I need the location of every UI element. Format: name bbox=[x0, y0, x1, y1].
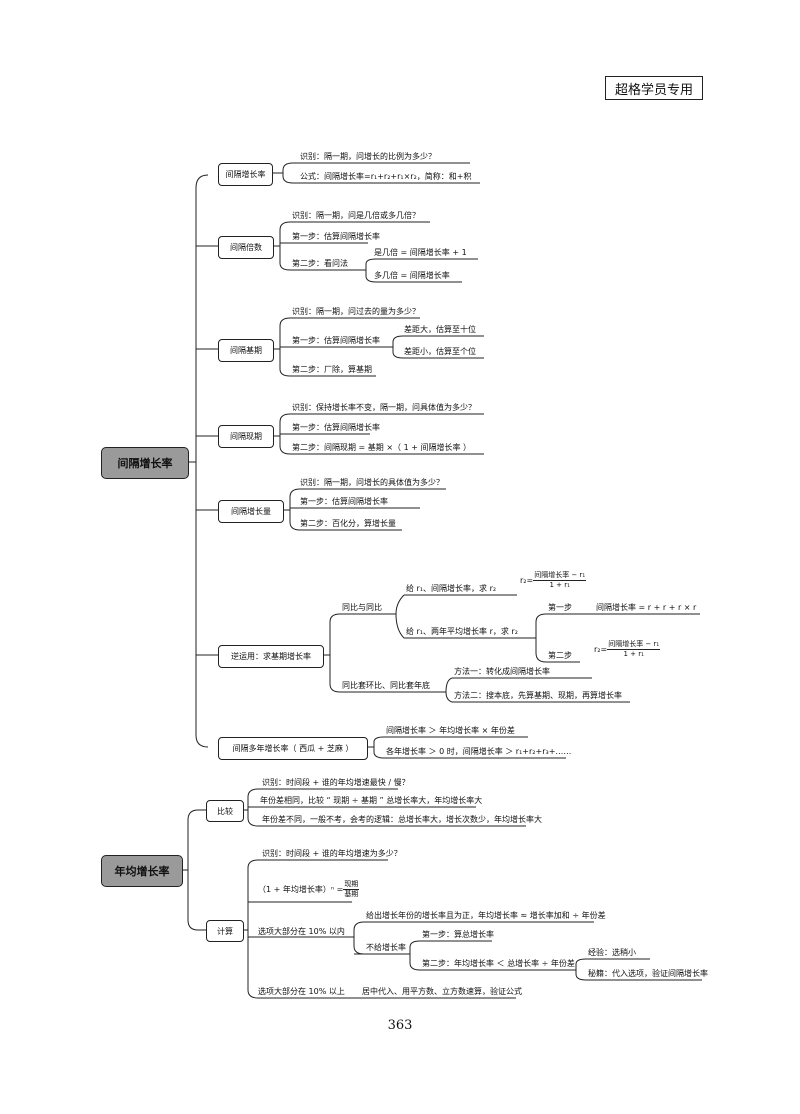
node-interval-multiple: 间隔倍数 bbox=[218, 236, 274, 259]
c2-formula-den: 基期 bbox=[344, 890, 359, 898]
b2-step2: 第二步：看问法 bbox=[292, 259, 348, 268]
c2-identify: 识别：时间段 + 谁的年均增速为多少？ bbox=[262, 849, 402, 858]
b4-identify: 识别：保持增长率不变，隔一期，问具体值为多少？ bbox=[292, 403, 476, 412]
b6-yoy-mom: 同比套环比、同比套年底 bbox=[342, 681, 430, 690]
node-interval-growth-rate: 间隔增长率 bbox=[218, 163, 273, 186]
b5-step2: 第二步：百化分，算增长量 bbox=[300, 519, 396, 528]
node-reverse-base-growth: 逆运用：求基期增长率 bbox=[218, 645, 324, 668]
c2-step1: 第一步：算总增长率 bbox=[422, 930, 494, 939]
node-interval-increment: 间隔增长量 bbox=[218, 500, 284, 523]
page-number: 363 bbox=[387, 1018, 413, 1033]
b6-formula-r2-a-lhs: r₂= bbox=[520, 576, 534, 585]
b6-method2: 方法二：搜本底，先算基期、现期，再算增长率 bbox=[454, 691, 622, 700]
b5-step1: 第一步：估算间隔增长率 bbox=[300, 497, 388, 506]
b2-identify: 识别：隔一期，问是几倍或多几倍？ bbox=[292, 211, 420, 220]
b2-times: 是几倍 = 间隔增长率 + 1 bbox=[374, 248, 467, 257]
b1-identify: 识别：隔一期，问增长的比例为多少？ bbox=[300, 152, 436, 161]
b4-step1: 第一步：估算间隔增长率 bbox=[292, 423, 380, 432]
c1-same-gap: 年份差相同，比较 “ 现期 ÷ 基期 ” 总增长率大，年均增长率大 bbox=[260, 796, 483, 805]
node-compare: 比较 bbox=[206, 800, 244, 822]
c2-no-rates: 不给增长率 bbox=[366, 943, 406, 952]
c2-substitute: 居中代入、用平方数、立方数速算，验证公式 bbox=[362, 987, 522, 996]
node-calculate: 计算 bbox=[206, 920, 244, 942]
b5-identify: 识别：隔一期，问增长的具体值为多少？ bbox=[300, 478, 444, 487]
node-multi-year-interval: 间隔多年增长率（ 西瓜 + 芝麻 ） bbox=[218, 737, 368, 760]
b3-small-gap: 差距小，估算至个位 bbox=[404, 347, 476, 356]
b6-formula-r2-a-num: 间隔增长率 − r₁ bbox=[533, 571, 587, 581]
c2-over-10: 选项大部分在 10% 以上 bbox=[258, 987, 345, 996]
b6-given-r1-interval: 给 r₁、间隔增长率，求 r₂ bbox=[406, 584, 497, 593]
root-node-annual-average-growth: 年均增长率 bbox=[101, 855, 183, 887]
node-interval-base: 间隔基期 bbox=[218, 339, 274, 362]
b6-formula-r2-a-den: 1 + r₁ bbox=[549, 581, 570, 589]
c2-formula-lhs: （1 + 年均增长率）ⁿ = bbox=[258, 885, 344, 894]
b4-step2: 第二步：间隔现期 = 基期 ×（ 1 + 间隔增长率 ） bbox=[292, 443, 471, 452]
c1-identify: 识别：时间段 + 谁的年均增速最快 / 慢？ bbox=[262, 778, 410, 787]
root-node-interval-growth: 间隔增长率 bbox=[101, 447, 189, 479]
node-interval-current: 间隔现期 bbox=[218, 425, 274, 448]
b3-identify: 识别：隔一期，问过去的量为多少？ bbox=[292, 307, 420, 316]
c2-formula: （1 + 年均增长率）ⁿ = 现期 基期 bbox=[258, 880, 360, 899]
b3-step1: 第一步：估算间隔增长率 bbox=[292, 336, 380, 345]
b6-step1-text: 间隔增长率 = r + r + r × r bbox=[596, 603, 697, 612]
b6-formula-r2-b-num: 间隔增长率 − r₁ bbox=[607, 640, 661, 650]
c2-experience: 经验：选稍小 bbox=[588, 948, 636, 957]
b2-more-times: 多几倍 = 间隔增长率 bbox=[374, 271, 450, 280]
b6-formula-r2-b-den: 1 + r₁ bbox=[623, 650, 644, 658]
c2-formula-num: 现期 bbox=[343, 880, 360, 890]
c2-under-10: 选项大部分在 10% 以内 bbox=[258, 927, 345, 936]
c2-step2: 第二步：年均增长率 ＜ 总增长率 ÷ 年份差 bbox=[422, 959, 575, 968]
b7-rule2: 各年增长率 ＞ 0 时，间隔增长率 ＞ r₁+r₂+r₃+…… bbox=[386, 747, 572, 756]
b6-step1-label: 第一步 bbox=[548, 603, 572, 612]
b1-formula: 公式：间隔增长率=r₁+r₂+r₁×r₂，简称：和+积 bbox=[300, 172, 472, 181]
b3-large-gap: 差距大，估算至十位 bbox=[404, 325, 476, 334]
b3-step2: 第二步：厂除，算基期 bbox=[292, 365, 372, 374]
b6-method1: 方法一：转化成间隔增长率 bbox=[454, 667, 550, 676]
b6-step2-label: 第二步 bbox=[548, 651, 572, 660]
b6-yoy-yoy: 同比与同比 bbox=[342, 603, 382, 612]
c1-diff-gap: 年份差不同，一般不考，会考的逻辑：总增长率大，增长次数少，年均增长率大 bbox=[262, 815, 542, 824]
b7-rule1: 间隔增长率 ＞ 年均增长率 × 年份差 bbox=[386, 726, 515, 735]
b2-step1: 第一步：估算间隔增长率 bbox=[292, 232, 380, 241]
b6-given-r1-average: 给 r₁、两年平均增长率 r，求 r₂ bbox=[406, 627, 518, 636]
c2-given-rates: 给出增长年份的增长率且为正，年均增长率 ≈ 增长率加和 ÷ 年份差 bbox=[366, 911, 606, 920]
b6-formula-r2-a: r₂= 间隔增长率 − r₁ 1 + r₁ bbox=[520, 571, 587, 590]
b6-formula-r2-b-lhs: r₂= bbox=[594, 645, 608, 654]
student-use-stamp: 超格学员专用 bbox=[605, 76, 703, 100]
b6-formula-r2-b: r₂= 间隔增长率 − r₁ 1 + r₁ bbox=[594, 640, 661, 659]
c2-secret: 秘籍：代入选项，验证间隔增长率 bbox=[588, 969, 708, 978]
